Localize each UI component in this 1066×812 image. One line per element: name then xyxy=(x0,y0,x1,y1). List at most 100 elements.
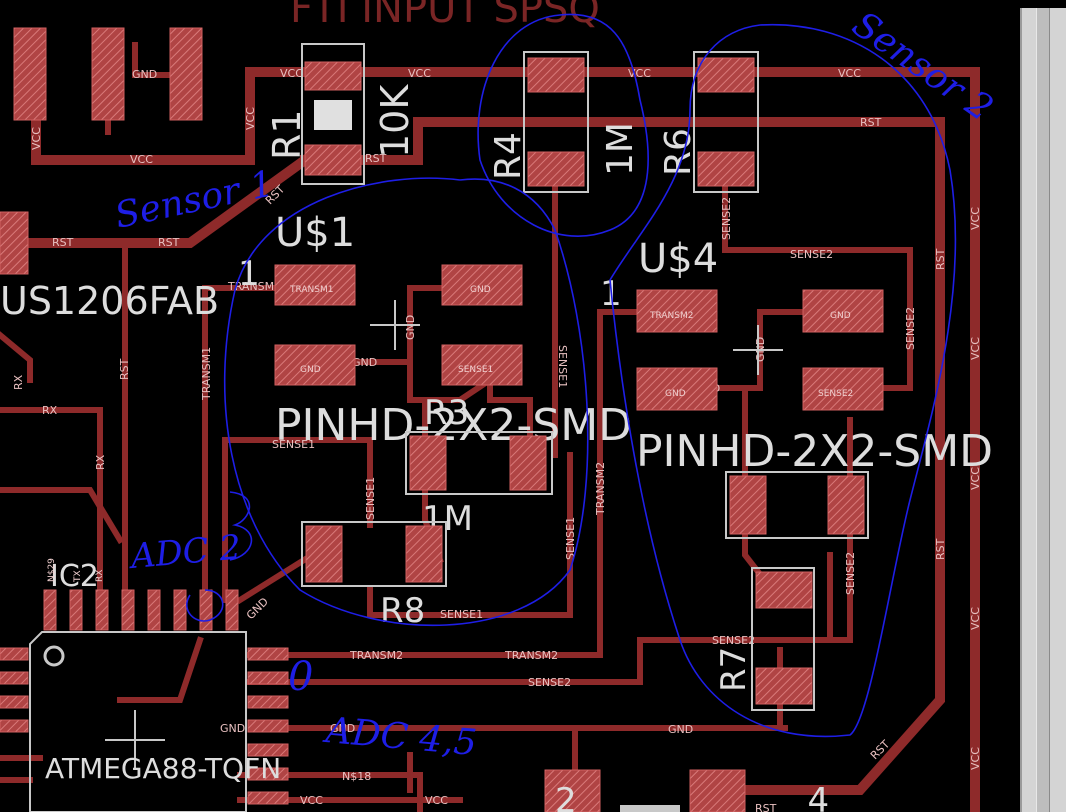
pad xyxy=(527,57,585,93)
pad xyxy=(199,589,213,631)
net-label-sense2: SENSE2 xyxy=(904,307,917,350)
bottom-partial-parts: 2 4 xyxy=(544,769,829,812)
net-label-vcc: VCC xyxy=(969,747,982,770)
net-label-sense2: SENSE2 xyxy=(844,552,857,595)
net-label-vcc: VCC xyxy=(130,153,153,166)
net-label-rst: RST xyxy=(158,236,180,249)
u4-package: PINHD-2X2-SMD xyxy=(636,426,993,477)
net-label-rst: RST xyxy=(860,116,882,129)
outline xyxy=(523,51,589,193)
pin-label: TX xyxy=(73,570,83,583)
pad xyxy=(69,589,83,631)
pad xyxy=(304,61,362,91)
pin-label: GND xyxy=(665,389,686,399)
pin-label: GND xyxy=(300,365,321,375)
pad xyxy=(247,647,289,661)
pad xyxy=(697,57,755,93)
pad xyxy=(544,769,601,812)
pad-gnd xyxy=(441,264,523,306)
net-label-transm1: TRANSM1 xyxy=(227,280,281,293)
net-label-sense1: SENSE1 xyxy=(272,438,315,451)
annotation-adc45: ADC 4,5 xyxy=(321,710,478,764)
pad xyxy=(697,151,755,187)
pin-label: GND xyxy=(830,311,851,321)
resistor-r3[interactable]: R3 1M xyxy=(405,393,553,539)
net-label-n18: N$18 xyxy=(342,770,371,783)
resistor-r1[interactable]: R1 10K xyxy=(265,43,417,185)
ink-circle-adc xyxy=(186,589,224,622)
pad xyxy=(305,525,343,583)
net-label-vcc: VCC xyxy=(280,67,303,80)
pin-label: SENSE2 xyxy=(818,389,853,399)
net-label-sense1: SENSE1 xyxy=(564,517,577,560)
net-label-gnd: GND xyxy=(220,722,245,735)
net-label-sense2: SENSE2 xyxy=(712,634,755,647)
pin-label: SENSE1 xyxy=(458,365,493,375)
net-labels: VCC VCC VCC VCC VCC GND RST RST RST RST … xyxy=(12,67,982,812)
net-label-sense2: SENSE2 xyxy=(790,248,833,261)
net-label-rst: RST xyxy=(755,802,777,812)
ink-3 xyxy=(229,491,253,561)
u1-package: PINHD-2X2-SMD xyxy=(275,400,632,451)
net-label-rx: RX xyxy=(12,374,25,390)
pin1-dot xyxy=(43,645,65,667)
circle-sensor1 xyxy=(223,177,589,627)
r7-name: R7 xyxy=(714,647,754,692)
pad-sense2 xyxy=(802,367,884,411)
vertical-scrollbar[interactable] xyxy=(1020,8,1066,812)
u1-name: U$1 xyxy=(275,210,355,256)
pad xyxy=(509,435,547,491)
ic2-atmega[interactable]: IC2 ATMEGA88-TQFN N$29 TX RX xyxy=(0,558,289,812)
net-label-vcc: VCC xyxy=(408,67,431,80)
pad-sense1 xyxy=(441,344,523,386)
connector-u4[interactable]: U$4 1 TRANSM2 GND GND SENSE2 PINHD-2X2-S… xyxy=(600,236,993,477)
pad xyxy=(169,27,203,121)
net-label-vcc: VCC xyxy=(969,337,982,360)
outline xyxy=(751,567,815,711)
net-label-rx: RX xyxy=(42,404,58,417)
annotation-adc2: ADC 2 xyxy=(126,528,242,578)
pad-gnd xyxy=(636,367,718,411)
net-label-vcc: VCC xyxy=(838,67,861,80)
outline xyxy=(301,521,447,587)
pad xyxy=(689,769,746,812)
scrollbar-thumb[interactable] xyxy=(1036,8,1050,812)
pad xyxy=(0,695,29,709)
pad xyxy=(247,791,289,805)
connector-u1[interactable]: U$1 1 TRANSM1 GND GND SENSE1 PINHD-2X2-S… xyxy=(238,210,632,451)
pad xyxy=(729,475,767,535)
pad xyxy=(0,719,29,733)
pin-label: TRANSM1 xyxy=(289,285,333,295)
resistor-r7[interactable]: R7 xyxy=(714,567,815,711)
net-label-rst: RST xyxy=(934,538,947,560)
pad xyxy=(247,719,289,733)
net-label-transm1: TRANSM1 xyxy=(200,347,213,401)
pad xyxy=(91,27,125,121)
pad xyxy=(827,475,865,535)
annotation-sensor1: Sensor 1 xyxy=(111,163,277,237)
net-label-sense1: SENSE1 xyxy=(364,477,377,520)
pad xyxy=(247,767,289,781)
body xyxy=(314,100,352,130)
silk xyxy=(620,805,680,812)
outline xyxy=(301,43,365,185)
net-label-gnd: GND xyxy=(668,723,693,736)
pad xyxy=(95,589,109,631)
pad xyxy=(405,525,443,583)
net-label-vcc: VCC xyxy=(628,67,651,80)
pad xyxy=(409,435,447,491)
net-label-vcc: VCC xyxy=(300,794,323,807)
circle-sensor2 xyxy=(609,23,957,738)
outline xyxy=(405,431,553,495)
net-label-transm2: TRANSM2 xyxy=(504,649,558,662)
pad xyxy=(43,589,57,631)
resistor-r8[interactable]: R8 xyxy=(301,521,447,631)
cap-package-label: US1206FAB xyxy=(0,279,219,323)
net-label-gnd: GND xyxy=(244,595,271,622)
net-label-sense2: SENSE2 xyxy=(528,676,571,689)
r4-value: 1M xyxy=(600,122,641,176)
resistor-r6[interactable]: R6 xyxy=(658,51,759,193)
resistor-r5[interactable] xyxy=(725,471,869,539)
resistor-r4[interactable]: R4 1M xyxy=(488,51,641,193)
